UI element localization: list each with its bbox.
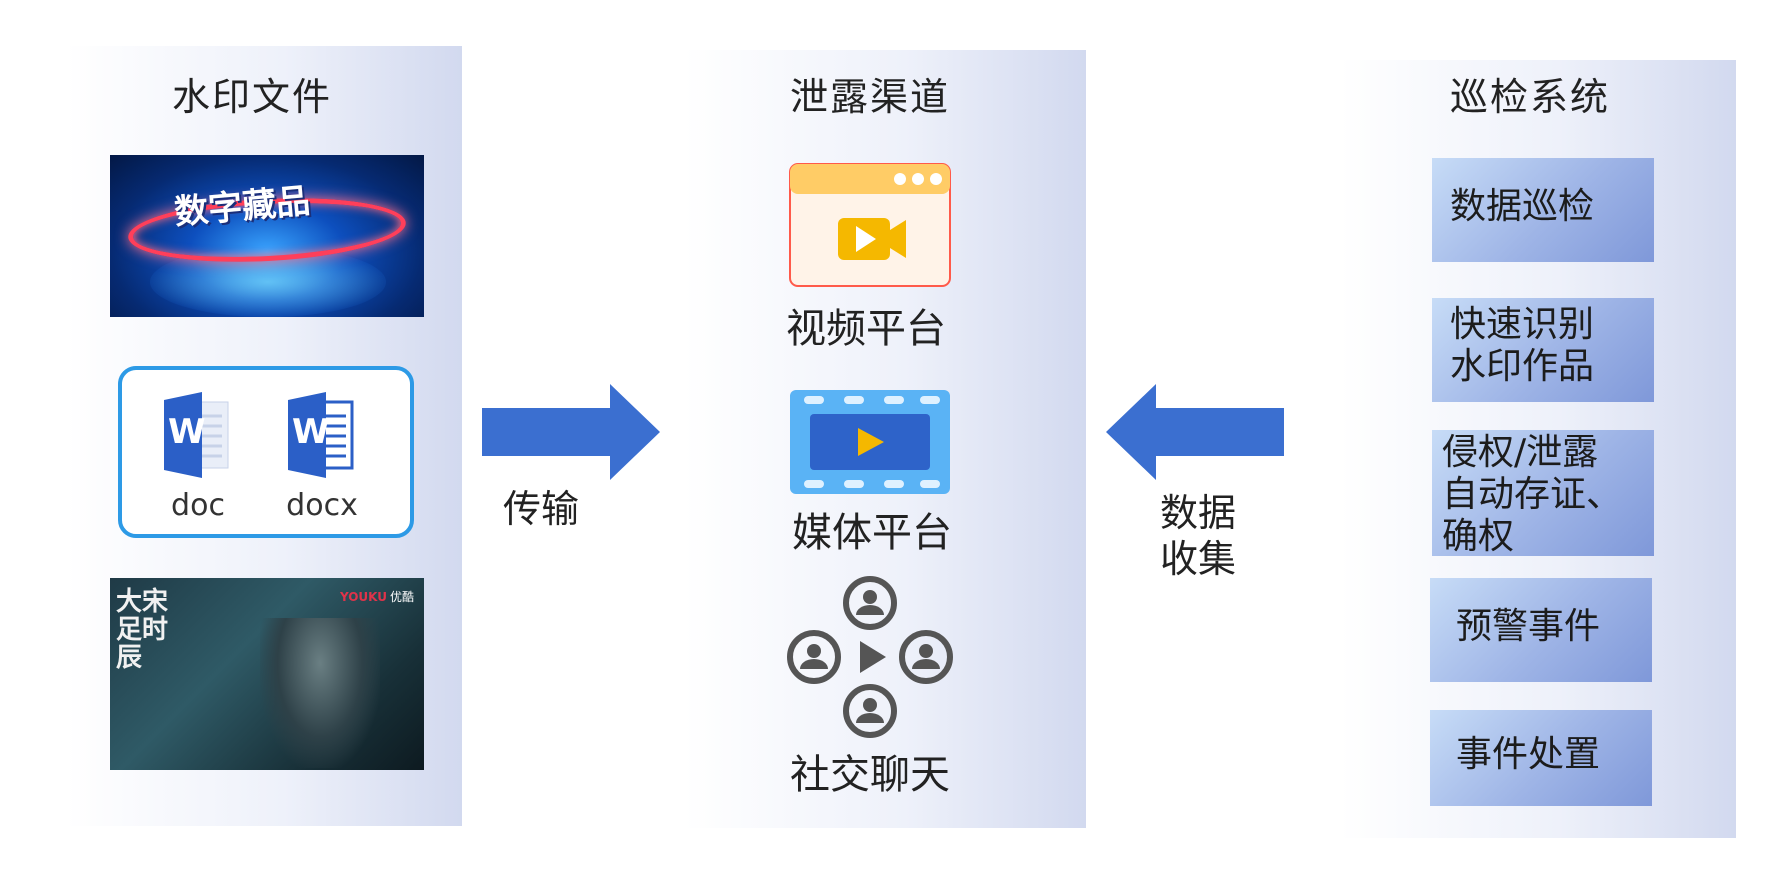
- step-data-inspection: 数据巡检: [1432, 158, 1654, 262]
- document-files-box: W W doc docx: [118, 366, 414, 538]
- drama-figure: [260, 618, 380, 768]
- glow-disc: [150, 247, 386, 317]
- transfer-arrow: [482, 384, 660, 480]
- column-title-leak-channels: 泄露渠道: [790, 75, 951, 119]
- word-letter: W: [292, 412, 330, 452]
- step-identify-watermark: 快速识别 水印作品: [1432, 298, 1654, 402]
- channel-label-video: 视频平台: [786, 306, 946, 352]
- step-alert-event: 预警事件: [1430, 578, 1652, 682]
- drama-title: 大宋足时辰: [116, 587, 169, 673]
- transfer-label: 传输: [503, 487, 580, 531]
- channel-label-social: 社交聊天: [790, 752, 950, 798]
- column-title-watermark-files: 水印文件: [172, 75, 333, 119]
- column-title-inspection-system: 巡检系统: [1450, 75, 1611, 119]
- step-infringement-evidence: 侵权/泄露 自动存证、 确权: [1432, 430, 1654, 557]
- data-collection-arrow: [1106, 384, 1284, 480]
- data-collection-label: 数据 收集: [1160, 491, 1237, 581]
- step-event-handling: 事件处置: [1430, 710, 1652, 806]
- video-window-icon: [789, 163, 951, 287]
- word-docx-icon: W: [286, 390, 356, 480]
- channel-label-media: 媒体平台: [792, 510, 952, 556]
- word-letter: W: [168, 412, 206, 452]
- digital-collectible-image: 数字藏品: [110, 155, 424, 317]
- doc-label: doc: [171, 488, 225, 523]
- docx-label: docx: [286, 488, 358, 523]
- word-doc-icon: W: [162, 390, 232, 480]
- social-network-icon: [787, 576, 953, 738]
- film-strip-play-icon: [790, 390, 950, 494]
